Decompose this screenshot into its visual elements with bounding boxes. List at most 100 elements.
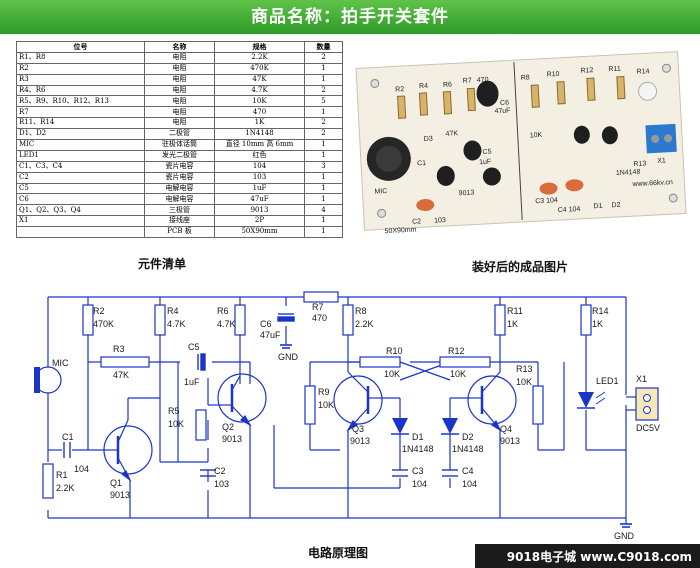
table-cell: 1 bbox=[304, 215, 343, 228]
silk-c5: C5 bbox=[482, 149, 491, 156]
table-cell: R2 bbox=[16, 62, 145, 75]
silk-d3: D3 bbox=[424, 136, 433, 143]
table-cell: 47K bbox=[214, 73, 305, 86]
label-c3: C3 bbox=[412, 466, 424, 476]
label-r14-value: 1K bbox=[592, 319, 603, 329]
silk-website: www.66kv.cn bbox=[631, 179, 673, 188]
table-cell: 瓷片电容 bbox=[144, 160, 215, 173]
column-header: 名称 bbox=[144, 41, 215, 53]
table-cell: PCB 板 bbox=[144, 226, 215, 239]
silk-1uf: 1uF bbox=[479, 159, 491, 167]
label-d2-value: 1N4148 bbox=[452, 444, 484, 454]
table-cell: 1K bbox=[214, 117, 305, 130]
label-c6-value: 47uF bbox=[260, 330, 281, 340]
resistor-r3 bbox=[100, 356, 150, 368]
label-c1: C1 bbox=[62, 432, 74, 442]
silk-47k: 47K bbox=[445, 130, 458, 138]
table-cell: 4 bbox=[304, 204, 343, 217]
microphone-symbol bbox=[34, 366, 62, 394]
table-cell: 5 bbox=[304, 95, 343, 108]
table-cell: MIC bbox=[16, 139, 145, 151]
label-r10: R10 bbox=[386, 346, 403, 356]
table-cell: R1、R8 bbox=[16, 51, 145, 64]
silk-r13: R13 bbox=[633, 160, 646, 168]
table-cell: R3 bbox=[16, 73, 145, 86]
resistor-bodies bbox=[42, 291, 592, 499]
label-mic: MIC bbox=[52, 358, 69, 368]
resistor-r14 bbox=[580, 304, 592, 336]
table-cell: Q1、Q2、Q3、Q4 bbox=[16, 204, 145, 217]
silk-r11: R11 bbox=[608, 66, 621, 74]
resistor-r2 bbox=[82, 304, 94, 336]
table-cell: 2 bbox=[304, 51, 343, 64]
table-cell: 电阻 bbox=[144, 106, 215, 119]
table-cell: 2 bbox=[304, 84, 343, 97]
ground-symbols bbox=[280, 344, 632, 528]
resistor-row-left bbox=[397, 75, 626, 119]
label-d1-value: 1N4148 bbox=[402, 444, 434, 454]
label-r1-value: 2.2K bbox=[56, 483, 75, 493]
label-c2: C2 bbox=[214, 466, 226, 476]
table-cell: 2 bbox=[304, 128, 343, 141]
resistor-r9 bbox=[304, 385, 316, 425]
silk-c1: C1 bbox=[417, 160, 426, 167]
label-c3-value: 104 bbox=[412, 479, 427, 489]
label-r2-value: 470K bbox=[93, 319, 114, 329]
led-lens bbox=[638, 81, 658, 101]
table-cell: 470K bbox=[214, 62, 305, 75]
resistor-r7 bbox=[303, 291, 339, 303]
table-cell: 1 bbox=[304, 226, 343, 239]
resistor-r13 bbox=[532, 385, 544, 425]
schematic-wires bbox=[47, 296, 627, 524]
label-r4: R4 bbox=[167, 306, 179, 316]
connector-x1 bbox=[626, 387, 659, 421]
circuit-schematic: MIC R1 2.2K R2 470K R3 47K R4 4.7K R5 10… bbox=[34, 291, 660, 541]
label-q4: Q4 bbox=[500, 424, 512, 434]
silk-r4: R4 bbox=[419, 83, 428, 90]
parts-list-caption: 元件清单 bbox=[138, 257, 187, 271]
table-cell: 直径 10mm 高 6mm bbox=[214, 139, 305, 151]
label-r7: R7 bbox=[312, 302, 324, 312]
silk-c2: C2 bbox=[412, 218, 421, 225]
table-cell: 驻极体话筒 bbox=[144, 139, 215, 151]
resistor-r4 bbox=[154, 304, 166, 336]
resistor-r1 bbox=[42, 463, 54, 499]
diodes bbox=[391, 391, 606, 435]
resistor-r8 bbox=[342, 304, 354, 336]
table-cell: 电阻 bbox=[144, 62, 215, 75]
silk-c4: C4 104 bbox=[558, 206, 581, 214]
title-banner: 商品名称：拍手开关套件 bbox=[0, 0, 700, 34]
watermark-text: 9018电子城 www.C9018.com bbox=[506, 550, 692, 564]
label-q3: Q3 bbox=[352, 424, 364, 434]
diode-d1 bbox=[391, 418, 409, 435]
label-r1: R1 bbox=[56, 470, 68, 480]
column-header: 数量 bbox=[304, 41, 343, 53]
label-r12-value: 10K bbox=[450, 369, 466, 379]
capacitors bbox=[63, 313, 458, 477]
table-cell: 1N4148 bbox=[214, 128, 305, 141]
label-r9: R9 bbox=[318, 387, 330, 397]
label-r9-value: 10K bbox=[318, 400, 334, 410]
watermark-badge bbox=[475, 544, 700, 568]
table-cell: D1、D2 bbox=[16, 128, 145, 141]
silk-r7: R7 bbox=[463, 77, 472, 84]
assembled-board-photo: R2 R4 R6 R7 470 R8 R10 R12 R11 R14 C6 47… bbox=[350, 40, 690, 240]
label-c5: C5 bbox=[188, 342, 200, 352]
table-cell bbox=[16, 226, 145, 239]
label-r13-value: 10K bbox=[516, 377, 532, 387]
label-r11-value: 1K bbox=[507, 319, 518, 329]
silk-c6: C6 bbox=[500, 100, 509, 107]
table-cell: LED1 bbox=[16, 149, 145, 162]
label-c1-value: 104 bbox=[74, 464, 89, 474]
table-cell: 1 bbox=[304, 139, 343, 151]
terminal-block-x1 bbox=[645, 123, 677, 154]
label-r13: R13 bbox=[516, 364, 533, 374]
